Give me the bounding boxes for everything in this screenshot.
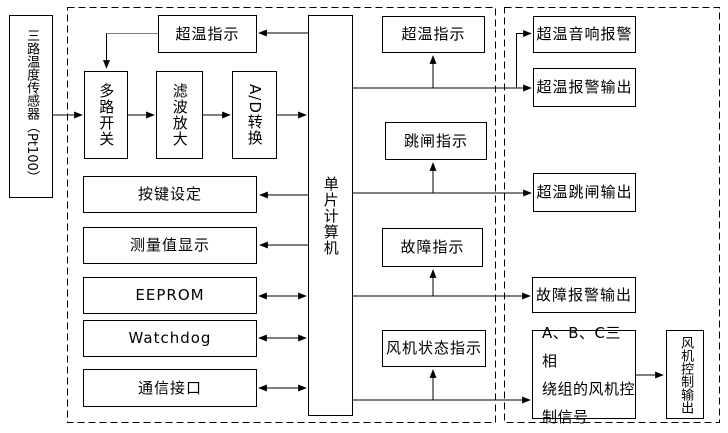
fan-control-signal-box: A、B、C三相 绕组的风机控 制信号 <box>532 324 636 426</box>
mcu-label: 单片计算机 <box>321 175 340 256</box>
overtemp-trip-output-label: 超温跳闸输出 <box>536 183 633 202</box>
output-dashed-border <box>504 7 720 423</box>
comm-interface-label: 通信接口 <box>137 378 202 397</box>
measurement-display-box: 测量值显示 <box>83 227 257 264</box>
fault-alarm-output-label: 故障报警输出 <box>535 285 632 304</box>
fan-status-indicator-label: 风机状态指示 <box>385 339 482 358</box>
ad-converter-box: A/D转换 <box>232 71 277 159</box>
sensor-box: 三路温度传感器（Pt100） <box>9 15 53 198</box>
trip-indicator-box: 跳闸指示 <box>385 122 487 160</box>
key-setting-box: 按键设定 <box>83 176 257 213</box>
eeprom-box: EEPROM <box>83 277 257 314</box>
fan-status-indicator-box: 风机状态指示 <box>382 330 486 367</box>
multiplexer-label: 多路开关 <box>97 83 116 147</box>
overtemp-indicator-right-box: 超温指示 <box>382 16 485 53</box>
fan-control-signal-label: A、B、C三相 绕组的风机控 制信号 <box>542 323 636 426</box>
connector-lines <box>53 29 664 404</box>
mcu-box: 单片计算机 <box>308 15 353 416</box>
measurement-display-label: 测量值显示 <box>129 236 210 255</box>
watchdog-label: Watchdog <box>128 329 212 348</box>
filter-amplifier-box: 滤波放大 <box>156 71 203 159</box>
overtemp-audible-alarm-box: 超温音响报警 <box>533 16 636 53</box>
overtemp-indicator-left-label: 超温指示 <box>175 24 240 43</box>
main-dashed-border <box>67 7 496 423</box>
fault-indicator-label: 故障指示 <box>400 238 465 257</box>
watchdog-box: Watchdog <box>83 320 257 357</box>
overtemp-alarm-output-label: 超温报警输出 <box>536 78 633 97</box>
overtemp-audible-alarm-label: 超温音响报警 <box>536 25 633 44</box>
fan-control-output-box: 风机控制输出 <box>666 330 704 419</box>
filter-amplifier-label: 滤波放大 <box>170 83 189 147</box>
overtemp-indicator-left-box: 超温指示 <box>158 15 257 53</box>
key-setting-label: 按键设定 <box>137 185 202 204</box>
overtemp-indicator-right-label: 超温指示 <box>401 25 466 44</box>
comm-interface-box: 通信接口 <box>83 369 257 407</box>
fan-control-output-label: 风机控制输出 <box>678 335 694 414</box>
overtemp-trip-output-box: 超温跳闸输出 <box>533 173 636 212</box>
overtemp-alarm-output-box: 超温报警输出 <box>533 68 636 107</box>
sensor-label: 三路温度传感器（Pt100） <box>24 29 40 184</box>
fault-alarm-output-box: 故障报警输出 <box>532 277 636 313</box>
eeprom-label: EEPROM <box>135 286 205 305</box>
ad-converter-label: A/D转换 <box>245 84 264 146</box>
fault-indicator-box: 故障指示 <box>382 228 483 267</box>
trip-indicator-label: 跳闸指示 <box>403 131 468 150</box>
multiplexer-box: 多路开关 <box>84 71 128 159</box>
